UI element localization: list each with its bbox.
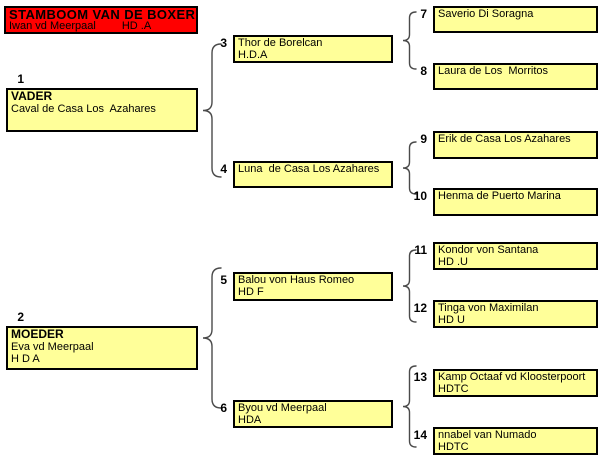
dog-name: Caval de Casa Los Azahares xyxy=(11,103,156,115)
role-label: MOEDER xyxy=(11,327,64,341)
dog-name: Erik de Casa Los Azahares xyxy=(438,133,571,145)
brace-father-parents xyxy=(202,43,222,178)
brace-box5-parents xyxy=(402,249,417,323)
hd-status: HDTC xyxy=(438,383,469,395)
hd-status: HDTC xyxy=(438,441,469,453)
pedigree-box-4[interactable]: Luna de Casa Los Azahares xyxy=(233,161,393,188)
subject-dog-line: Iwan vd Meerpaal HD .A xyxy=(9,20,193,32)
dog-name: Kamp Octaaf vd Kloosterpoort xyxy=(438,371,586,383)
box-number-8: 8 xyxy=(420,64,427,78)
pedigree-box-11[interactable]: Kondor von Santana HD .U xyxy=(433,242,598,270)
box-number-4: 4 xyxy=(220,162,227,176)
box-number-11: 11 xyxy=(414,243,427,257)
dog-name: Luna de Casa Los Azahares xyxy=(238,163,380,175)
hd-status: H.D.A xyxy=(238,49,268,61)
box-number-10: 10 xyxy=(413,189,427,203)
pedigree-box-vader[interactable]: VADER Caval de Casa Los Azahares xyxy=(6,88,198,132)
subject-dog-hd: HD .A xyxy=(121,20,152,32)
box-number-6: 6 xyxy=(220,401,227,415)
dog-name: Laura de Los Morritos xyxy=(438,65,549,77)
subject-dog-name: Iwan vd Meerpaal xyxy=(9,20,96,32)
box-number-5: 5 xyxy=(220,273,227,287)
dog-name: Henma de Puerto Marina xyxy=(438,190,561,202)
hd-status: HD F xyxy=(238,286,264,298)
pedigree-box-13[interactable]: Kamp Octaaf vd Kloosterpoort HDTC xyxy=(433,369,598,397)
pedigree-box-7[interactable]: Saverio Di Soragna xyxy=(433,6,598,33)
brace-box3-parents xyxy=(402,11,417,70)
box-number-14: 14 xyxy=(413,428,427,442)
hd-status: H D A xyxy=(11,353,40,365)
brace-box4-parents xyxy=(402,141,417,195)
box-number-2: 2 xyxy=(17,310,24,324)
dog-name: Eva vd Meerpaal xyxy=(11,341,94,353)
box-number-1: 1 xyxy=(17,72,24,86)
pedigree-box-3[interactable]: Thor de Borelcan H.D.A xyxy=(233,35,393,63)
box-number-7: 7 xyxy=(420,7,427,21)
pedigree-box-14[interactable]: nnabel van Numado HDTC xyxy=(433,427,598,455)
hd-status: HD .U xyxy=(438,256,468,268)
pedigree-box-12[interactable]: Tinga von Maximilan HD U xyxy=(433,300,598,328)
box-number-9: 9 xyxy=(420,132,427,146)
box-number-3: 3 xyxy=(220,36,227,50)
dog-name: nnabel van Numado xyxy=(438,429,537,441)
brace-box6-parents xyxy=(402,365,417,448)
hd-status: HDA xyxy=(238,414,262,426)
pedigree-box-9[interactable]: Erik de Casa Los Azahares xyxy=(433,131,598,159)
dog-name: Balou von Haus Romeo xyxy=(238,274,355,286)
box-number-12: 12 xyxy=(413,301,427,315)
dog-name: Saverio Di Soragna xyxy=(438,8,534,20)
pedigree-title-box: STAMBOOM VAN DE BOXER Iwan vd Meerpaal H… xyxy=(4,6,198,34)
chart-title: STAMBOOM VAN DE BOXER xyxy=(9,7,196,22)
brace-mother-parents xyxy=(202,267,222,409)
dog-name: Byou vd Meerpaal xyxy=(238,402,327,414)
dog-name: Kondor von Santana xyxy=(438,244,539,256)
hd-status: HD U xyxy=(438,314,465,326)
pedigree-box-6[interactable]: Byou vd Meerpaal HDA xyxy=(233,400,393,428)
pedigree-box-8[interactable]: Laura de Los Morritos xyxy=(433,63,598,90)
pedigree-box-5[interactable]: Balou von Haus Romeo HD F xyxy=(233,272,393,301)
pedigree-box-10[interactable]: Henma de Puerto Marina xyxy=(433,188,598,216)
role-label: VADER xyxy=(11,89,53,103)
pedigree-box-moeder[interactable]: MOEDER Eva vd Meerpaal H D A xyxy=(6,326,198,370)
dog-name: Thor de Borelcan xyxy=(238,37,323,49)
dog-name: Tinga von Maximilan xyxy=(438,302,539,314)
box-number-13: 13 xyxy=(413,370,427,384)
